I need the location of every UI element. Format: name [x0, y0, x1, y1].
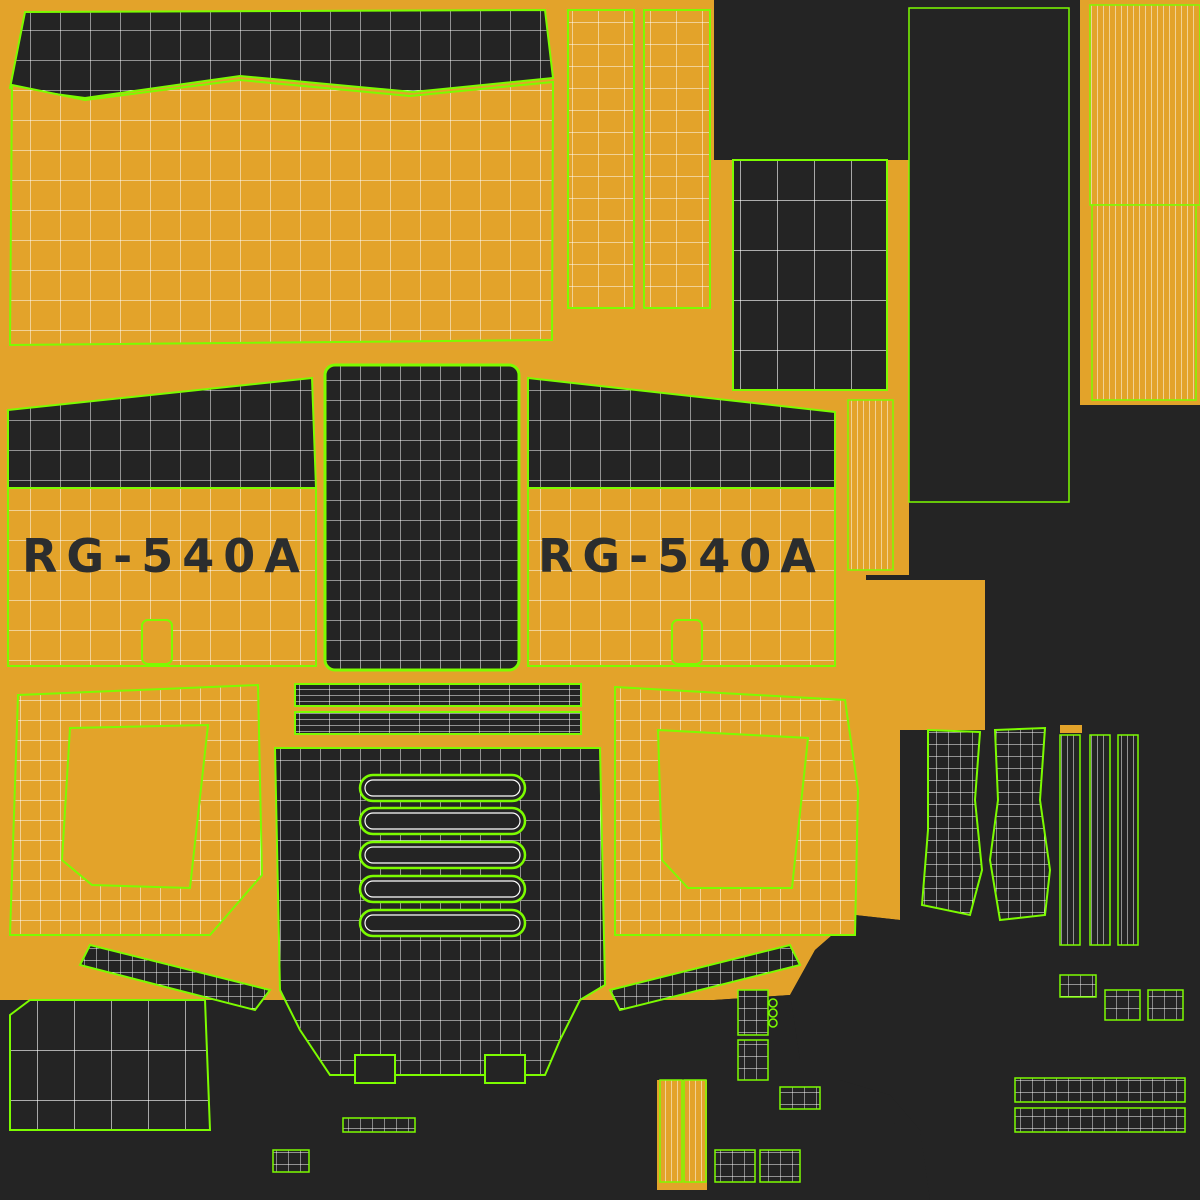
- uv-islands: [7, 4, 1200, 1183]
- grille-slot-1: [358, 773, 527, 803]
- island-pillar-strip-1: [567, 9, 635, 309]
- decal-label-right: RG-540A: [538, 529, 825, 583]
- grille-slot-5: [358, 908, 527, 938]
- island-small-block-2: [1104, 989, 1141, 1021]
- island-right-door-panel: [527, 487, 836, 667]
- grille-slot-3: [358, 840, 527, 870]
- small-hole-2: [768, 1008, 778, 1018]
- small-hole-3: [768, 1018, 778, 1028]
- island-tall-dark-panel-base: [909, 8, 1069, 502]
- grille-slot-inner-5: [364, 914, 521, 932]
- island-thin-strip-1: [1059, 734, 1081, 946]
- grille-slot-2: [358, 806, 527, 836]
- dark-region-top: [714, 0, 909, 160]
- island-hstrip-2: [294, 711, 582, 735]
- island-window-panel: [732, 159, 888, 391]
- island-small-block-4: [737, 989, 769, 1036]
- grille-tab-left: [354, 1054, 396, 1084]
- grille-slot-inner-3: [364, 846, 521, 864]
- island-center-hood: [323, 363, 521, 672]
- decal-label-left: RG-540A: [22, 529, 309, 583]
- island-vertical-strips-top: [1089, 4, 1200, 206]
- island-hstrip-1: [294, 683, 582, 707]
- island-bottom-yellow-strip-1: [659, 1079, 683, 1183]
- island-small-block-5: [737, 1039, 769, 1081]
- island-right-bumper: [608, 943, 802, 1012]
- dark-region-bottom-blob: [790, 1085, 900, 1200]
- grille-slot-4: [358, 874, 527, 904]
- island-bottom-yellow-strip-2: [683, 1079, 707, 1183]
- grille-slot-inner-1: [364, 779, 521, 797]
- grille-slot-inner-2: [364, 812, 521, 830]
- island-thin-strip-2: [1089, 734, 1111, 946]
- island-small-block-3: [1147, 989, 1184, 1021]
- island-small-curved-2: [988, 726, 1052, 922]
- island-tall-dark-panel: [908, 7, 1070, 503]
- grille-tab-right: [484, 1054, 526, 1084]
- island-pillar-strip-2: [643, 9, 711, 309]
- island-left-window-frame: [8, 683, 264, 936]
- island-bottom-tiny-2: [272, 1149, 310, 1173]
- island-vertical-strips-bottom: [1091, 204, 1197, 401]
- island-small-block-7: [714, 1149, 756, 1183]
- island-bottom-left-panel: [9, 999, 212, 1131]
- island-small-curved-1: [920, 728, 984, 917]
- island-bottom-tiny-1: [342, 1117, 416, 1133]
- grille-slot-inner-4: [364, 880, 521, 898]
- island-right-window-frame: [614, 685, 860, 936]
- yellow-fleck: [1060, 725, 1082, 733]
- island-small-block-8: [759, 1149, 801, 1183]
- dark-region-right: [790, 405, 1200, 1200]
- small-hole-1: [768, 998, 778, 1008]
- island-thin-strip-3: [1117, 734, 1139, 946]
- island-left-door-panel: [7, 487, 317, 667]
- island-bottom-right-strip-2: [1014, 1107, 1186, 1133]
- island-small-block-6: [779, 1086, 821, 1110]
- island-roof-panel: [8, 78, 555, 347]
- island-left-bumper: [78, 943, 272, 1012]
- door-handle-right: [671, 619, 703, 665]
- island-small-block-1: [1059, 974, 1097, 998]
- door-handle-left: [141, 619, 173, 665]
- island-bottom-right-strip-1: [1014, 1077, 1186, 1103]
- island-small-vertical-strip: [847, 399, 894, 571]
